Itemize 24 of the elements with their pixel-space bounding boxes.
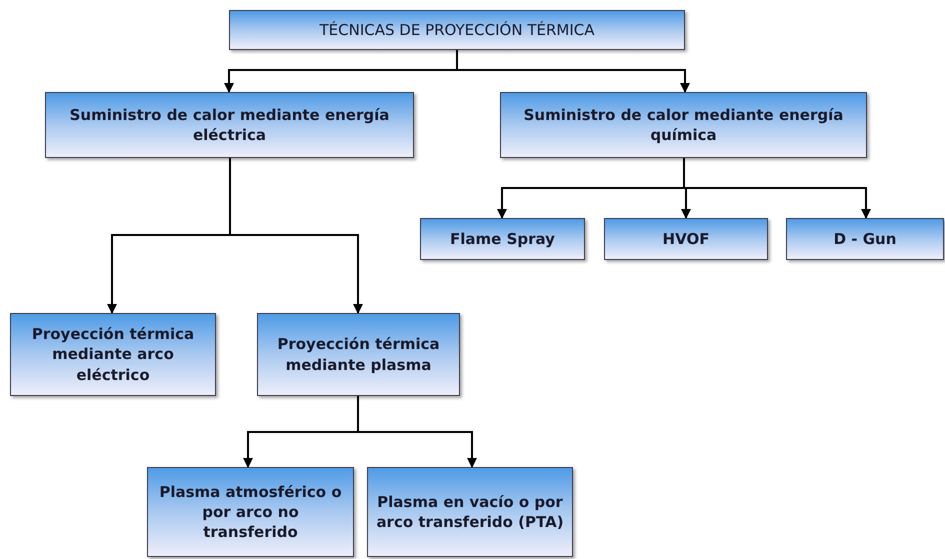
title-box — [229, 10, 685, 50]
node-label: Suministro de calor mediante energía eléctrica — [68, 104, 390, 146]
arrow — [229, 158, 363, 314]
process-box — [367, 467, 573, 557]
process-box — [420, 218, 585, 260]
process-box — [500, 92, 867, 158]
node-label: Plasma en vacío o por arco transferido (PTA) — [375, 492, 565, 532]
node-label: TÉCNICAS DE PROYECCIÓN TÉRMICA — [319, 20, 594, 40]
arrow — [683, 158, 871, 219]
node-label: Plasma atmosférico o por arco no transferido — [158, 482, 343, 542]
process-box — [10, 313, 216, 396]
node-label: Flame Spray — [450, 228, 555, 250]
node-label: Suministro de calor mediante energía química — [522, 104, 844, 146]
arrow — [357, 396, 477, 468]
node-label: Proyección térmica mediante plasma — [276, 334, 441, 375]
node-label: Proyección térmica mediante arco eléctrico — [30, 324, 196, 385]
process-box — [257, 313, 460, 396]
process-box — [604, 218, 768, 260]
node-label: D - Gun — [834, 228, 896, 250]
process-box — [147, 467, 354, 557]
node-label: HVOF — [662, 228, 710, 250]
process-box — [786, 218, 944, 260]
arrow — [456, 50, 690, 93]
process-box — [45, 92, 414, 158]
